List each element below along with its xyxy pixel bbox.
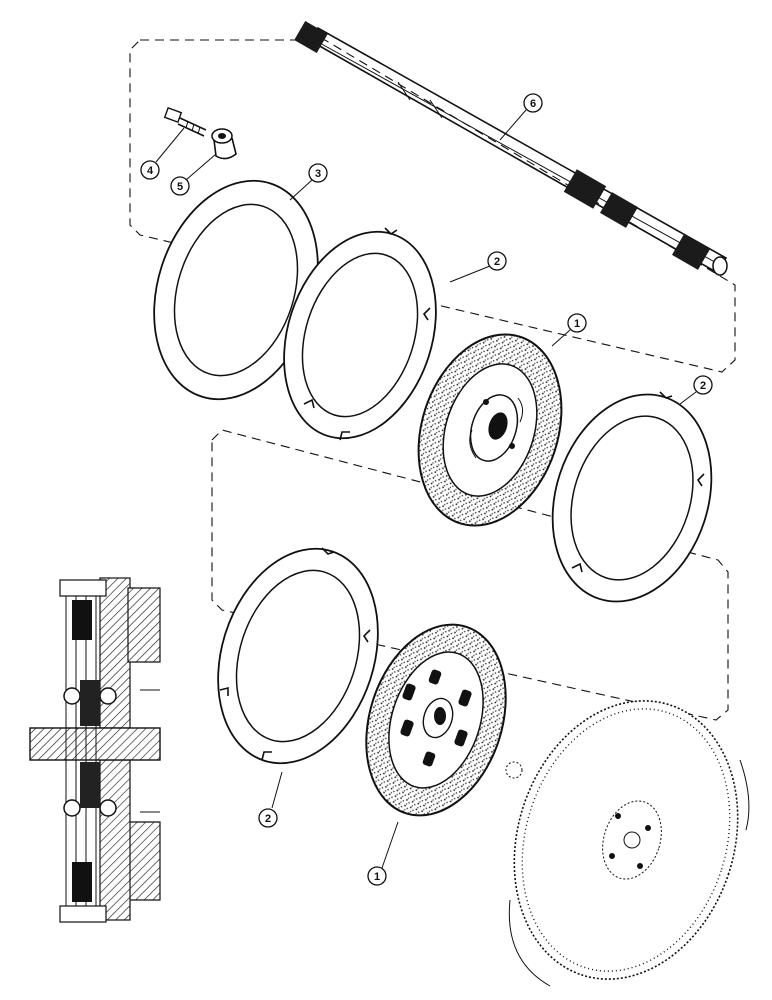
callout-6: 6 — [499, 93, 543, 141]
callout-2-right-number: 2 — [700, 380, 706, 392]
callout-3-number: 3 — [315, 168, 321, 180]
separator-plate-upper — [283, 227, 437, 441]
callout-5: 5 — [170, 153, 217, 196]
ring-plate — [153, 179, 319, 401]
callout-4: 4 — [140, 127, 185, 180]
callout-3: 3 — [289, 163, 328, 201]
callout-2-lower-number: 2 — [265, 813, 271, 825]
friction-disc-lower — [365, 623, 507, 817]
lower-group-dashed-outline — [211, 429, 729, 721]
friction-disc-upper — [417, 333, 563, 527]
splined-shaft — [294, 20, 728, 276]
callout-2-upper-number: 2 — [494, 256, 500, 268]
callout-1-upper-number: 1 — [574, 318, 580, 330]
callout-2-right: 2 — [679, 375, 713, 405]
separator-plate-right — [551, 391, 713, 603]
bushing — [211, 128, 237, 160]
bolt — [163, 107, 207, 137]
callout-1-upper: 1 — [551, 313, 587, 347]
callout-1-lower-number: 1 — [374, 871, 380, 883]
callout-5-number: 5 — [177, 181, 183, 193]
clutch-cross-section — [29, 577, 161, 923]
flywheel — [505, 700, 750, 987]
callout-4-number: 4 — [147, 165, 154, 177]
separator-plate-lower — [217, 547, 379, 765]
callout-2-lower: 2 — [258, 771, 283, 828]
callout-2-upper: 2 — [449, 251, 507, 283]
callout-6-number: 6 — [530, 98, 536, 110]
callout-1-lower: 1 — [367, 821, 399, 886]
upper-group-dashed-outline — [129, 39, 736, 373]
